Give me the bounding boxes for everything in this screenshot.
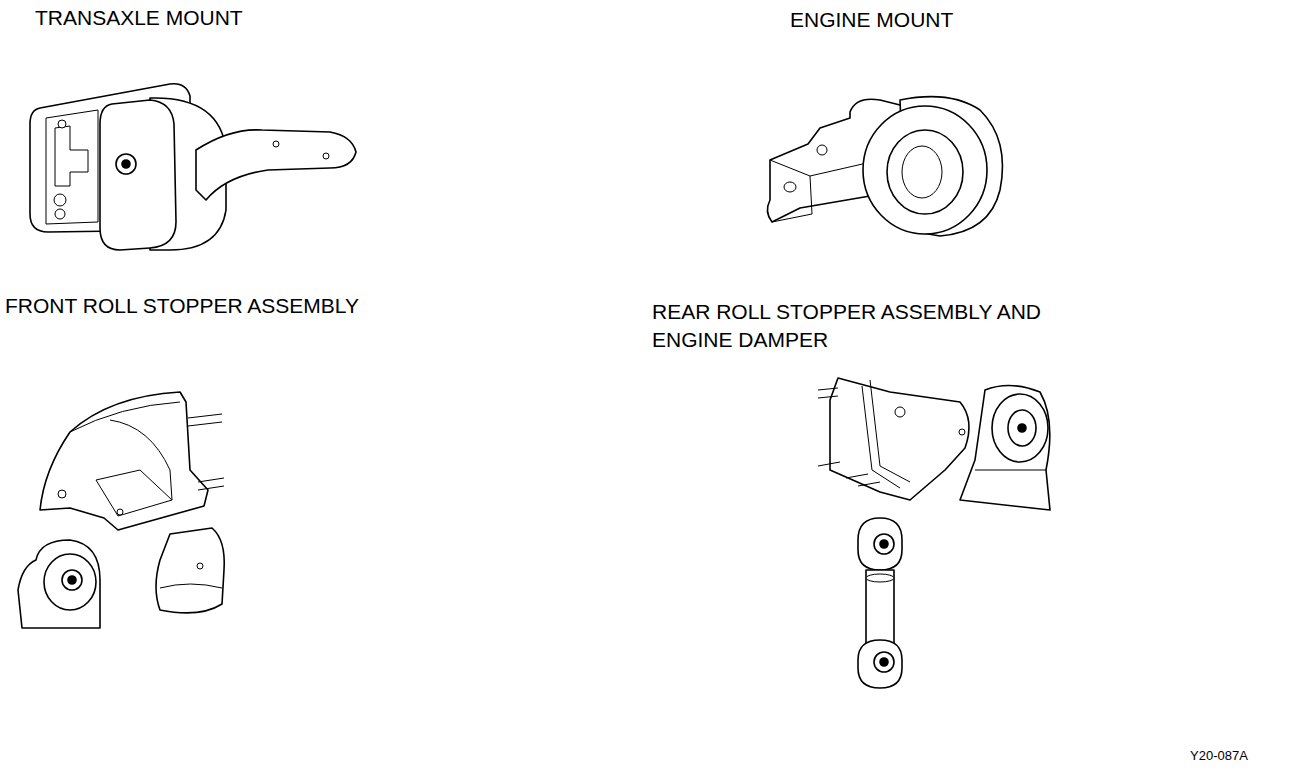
figure-code: Y20-087A (1190, 748, 1248, 764)
part-label: REAR ROLL STOPPER ASSEMBLY AND ENGINE DA… (652, 298, 1122, 354)
engine-mount-drawing (767, 97, 1002, 236)
part-label: TRANSAXLE MOUNT (35, 4, 243, 32)
part-label: ENGINE MOUNT (790, 6, 953, 34)
transaxle-mount-drawing (30, 84, 356, 250)
front-roll-stopper-drawing (18, 392, 224, 628)
part-label: FRONT ROLL STOPPER ASSEMBLY (5, 292, 359, 320)
rear-roll-stopper-drawing (818, 378, 1050, 688)
